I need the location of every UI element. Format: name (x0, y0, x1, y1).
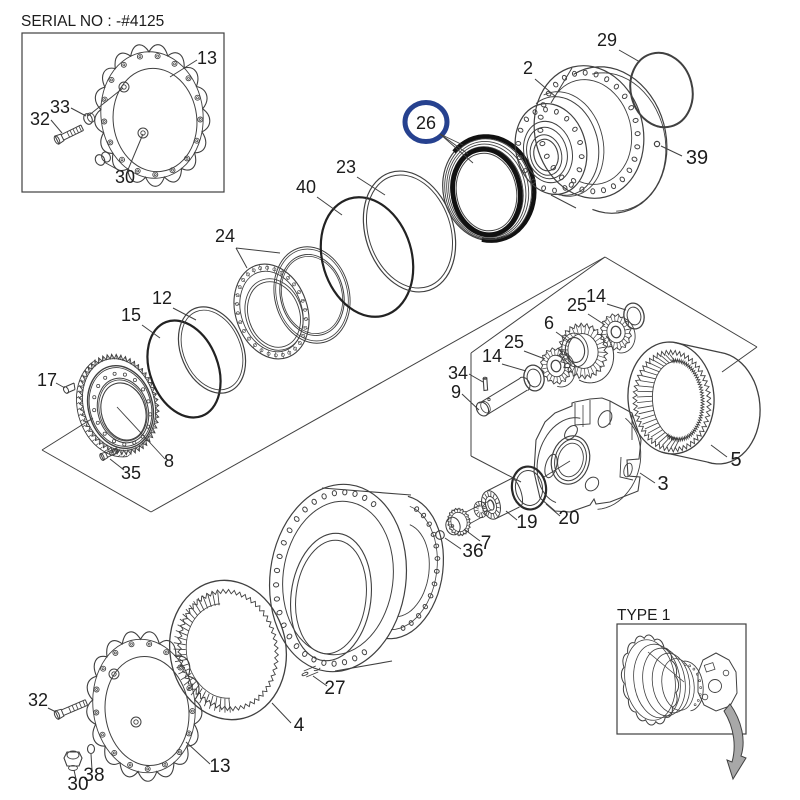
svg-text:35: 35 (121, 463, 141, 483)
svg-text:7: 7 (481, 533, 492, 554)
svg-text:SERIAL NO : -#4125: SERIAL NO : -#4125 (21, 13, 164, 30)
svg-text:3: 3 (657, 473, 668, 495)
svg-text:4: 4 (294, 715, 305, 736)
svg-text:2: 2 (523, 58, 533, 78)
svg-text:40: 40 (296, 177, 316, 197)
svg-text:30: 30 (115, 167, 135, 187)
svg-text:20: 20 (558, 508, 579, 529)
svg-text:8: 8 (164, 451, 174, 471)
svg-text:9: 9 (451, 382, 461, 402)
svg-text:36: 36 (462, 541, 483, 562)
svg-text:13: 13 (197, 48, 217, 68)
svg-text:30: 30 (67, 774, 88, 795)
svg-text:38: 38 (83, 765, 104, 786)
svg-text:15: 15 (121, 305, 141, 325)
svg-text:TYPE 1: TYPE 1 (617, 607, 670, 624)
svg-text:29: 29 (597, 30, 617, 50)
svg-text:14: 14 (586, 286, 606, 306)
svg-text:34: 34 (448, 363, 468, 383)
svg-text:32: 32 (30, 109, 50, 129)
svg-text:6: 6 (544, 313, 554, 333)
svg-text:25: 25 (567, 295, 587, 315)
svg-text:25: 25 (504, 332, 524, 352)
svg-text:17: 17 (37, 370, 57, 390)
svg-text:14: 14 (482, 346, 502, 366)
svg-text:5: 5 (730, 449, 741, 471)
svg-text:26: 26 (416, 113, 436, 133)
svg-text:33: 33 (50, 97, 70, 117)
svg-text:24: 24 (215, 226, 235, 246)
svg-text:12: 12 (152, 288, 172, 308)
svg-text:32: 32 (28, 690, 48, 710)
svg-text:13: 13 (209, 756, 230, 777)
svg-text:19: 19 (516, 512, 537, 533)
svg-text:39: 39 (686, 147, 708, 169)
svg-text:27: 27 (324, 678, 345, 699)
svg-text:23: 23 (336, 157, 356, 177)
